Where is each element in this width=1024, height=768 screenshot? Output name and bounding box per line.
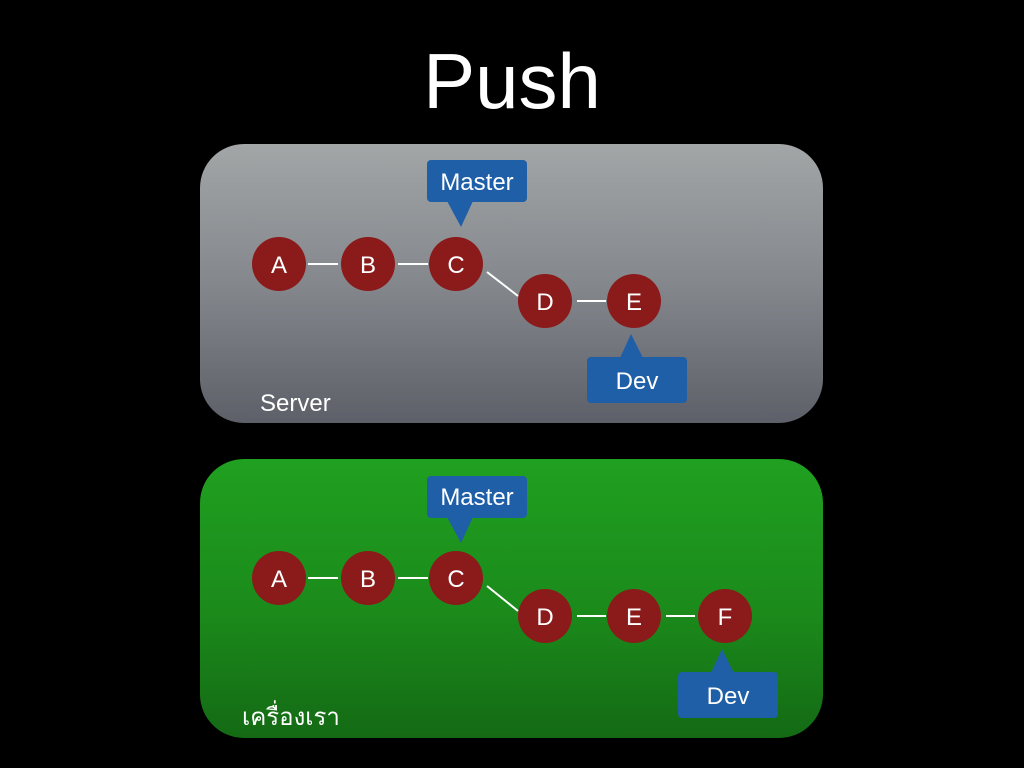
svg-text:D: D (536, 289, 553, 316)
svg-text:C: C (447, 566, 464, 593)
server-edge-c-d (486, 271, 519, 297)
server-commit-a: A (252, 237, 306, 291)
local-master-label: Master (440, 484, 513, 511)
svg-text:E: E (626, 604, 642, 631)
server-master-tag: Master (427, 160, 527, 227)
slide-title: Push (423, 37, 601, 125)
server-commit-d: D (518, 274, 572, 328)
local-dev-label: Dev (707, 683, 750, 710)
local-commit-e: E (607, 589, 661, 643)
local-panel-label: เครื่องเรา (242, 704, 340, 731)
local-edge-c-d (486, 585, 519, 612)
local-dev-tag: Dev (678, 649, 778, 718)
svg-text:B: B (360, 252, 376, 279)
svg-text:A: A (271, 252, 287, 279)
svg-text:F: F (718, 604, 733, 631)
server-commit-b: B (341, 237, 395, 291)
server-master-label: Master (440, 169, 513, 196)
server-commit-e: E (607, 274, 661, 328)
svg-text:D: D (536, 604, 553, 631)
svg-text:B: B (360, 566, 376, 593)
svg-text:A: A (271, 566, 287, 593)
local-commit-a: A (252, 551, 306, 605)
server-commit-c: C (429, 237, 483, 291)
local-commit-d: D (518, 589, 572, 643)
server-dev-label: Dev (616, 368, 659, 395)
local-commit-b: B (341, 551, 395, 605)
svg-text:E: E (626, 289, 642, 316)
server-panel-label: Server (260, 390, 331, 417)
local-master-tag: Master (427, 476, 527, 543)
svg-text:C: C (447, 252, 464, 279)
server-dev-tag: Dev (587, 334, 687, 403)
local-commit-c: C (429, 551, 483, 605)
local-commit-f: F (698, 589, 752, 643)
